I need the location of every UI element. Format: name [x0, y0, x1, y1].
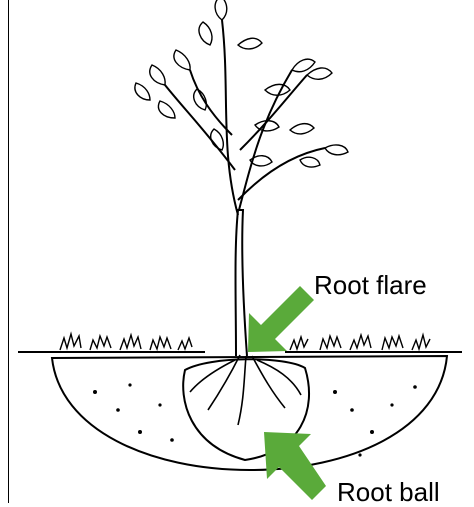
root-ball-arrow [264, 432, 326, 500]
grass-left [60, 334, 192, 350]
root-flare-label: Root flare [314, 272, 427, 298]
soil-specks-left [93, 383, 174, 441]
grass-right [290, 335, 430, 350]
trunk [236, 210, 248, 356]
planting-hole [52, 356, 447, 470]
root-ball-label: Root ball [337, 479, 440, 505]
leaves [135, 0, 348, 167]
roots [190, 355, 301, 425]
root-flare-arrow [248, 286, 314, 352]
